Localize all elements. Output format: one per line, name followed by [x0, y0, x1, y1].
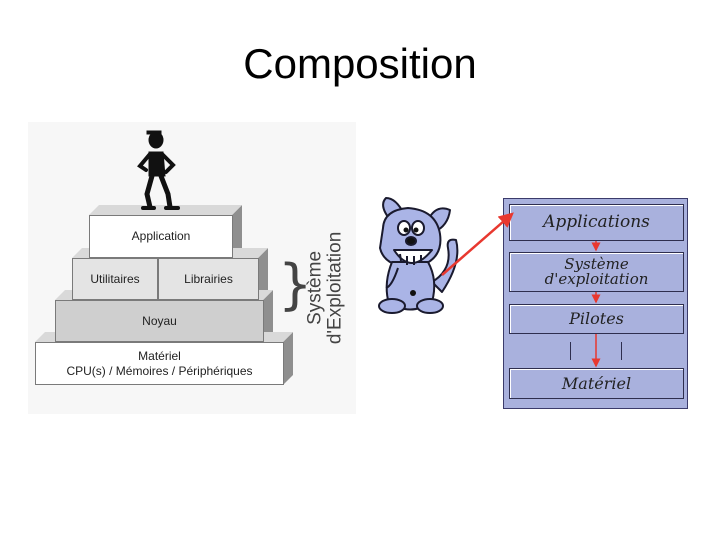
brace-icon: }	[278, 253, 313, 316]
librairies-label: Librairies	[184, 271, 233, 286]
dog-to-applications-arrow	[441, 212, 514, 276]
slide-title: Composition	[243, 40, 477, 87]
layer-materiel: Matériel	[509, 368, 684, 399]
layer-systeme-exploitation: Système d'exploitation	[509, 252, 684, 292]
pyramid-application-block: Application	[89, 215, 233, 258]
applications-label: Applications	[543, 212, 650, 232]
materiel-label: Matériel	[138, 349, 181, 364]
layer-applications: Applications	[509, 204, 684, 241]
pyramid-librairies-block: Librairies	[158, 258, 259, 300]
systeme-label: Système	[564, 255, 629, 273]
exploitation-label: d'exploitation	[544, 270, 649, 288]
utilitaires-label: Utilitaires	[90, 271, 140, 286]
pyramid-materiel-block: Matériel CPU(s) / Mémoires / Périphériqu…	[35, 342, 284, 385]
pyramid-noyau-block: Noyau	[55, 300, 264, 342]
pilotes-label: Pilotes	[569, 309, 624, 328]
materiel-components-label: CPU(s) / Mémoires / Périphériques	[66, 363, 253, 378]
noyau-label: Noyau	[142, 313, 177, 328]
materiel-layer-label: Matériel	[561, 373, 632, 393]
layer-pilotes: Pilotes	[509, 304, 684, 334]
application-label: Application	[131, 229, 191, 244]
pyramid-utilitaires-block: Utilitaires	[72, 258, 158, 300]
